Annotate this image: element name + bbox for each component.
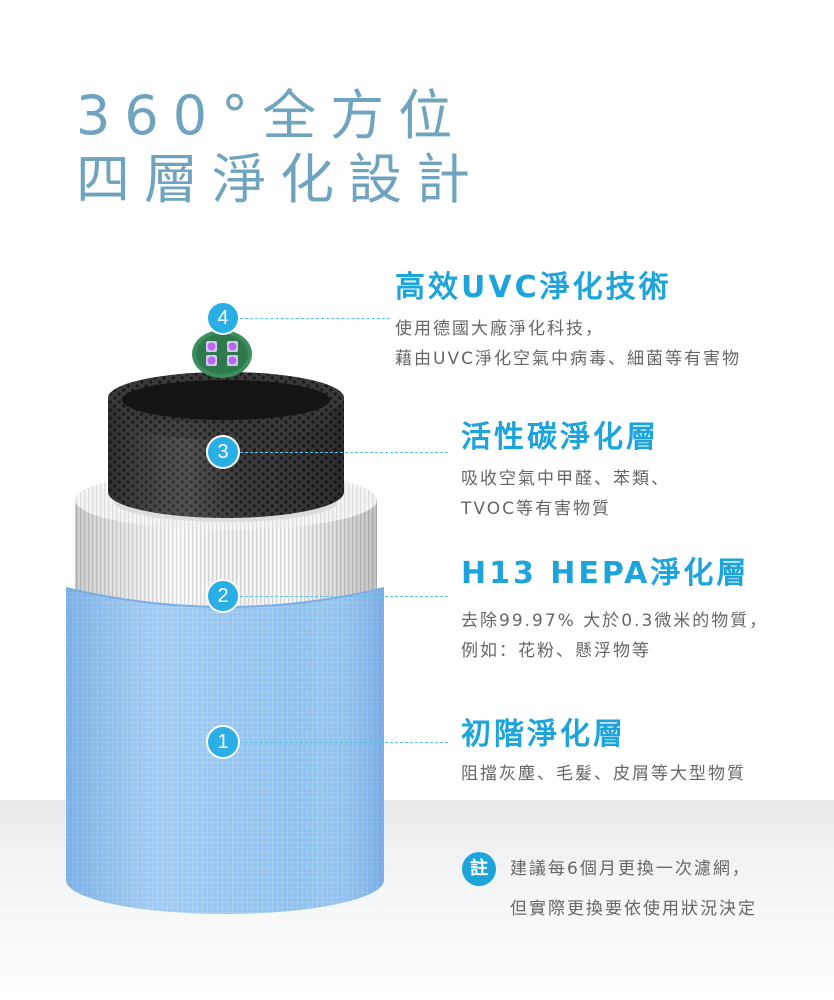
- layer-title-hepa: H13 HEPA淨化層: [461, 556, 750, 591]
- layer-title-uvc: 高效UVC淨化技術: [395, 270, 672, 305]
- layer-badge-1: 1: [206, 725, 240, 759]
- headline-line-2: 四層淨化設計: [76, 148, 484, 211]
- leader-line-2: [240, 596, 448, 597]
- layer-desc-carbon-line-2: TVOC等有害物質: [461, 499, 611, 519]
- layer-badge-2: 2: [206, 579, 240, 613]
- leader-line-3: [240, 452, 448, 453]
- note-badge: 註: [462, 852, 496, 886]
- note-line-1: 建議每6個月更換一次濾網，: [510, 859, 751, 879]
- layer-desc-uvc-line-2: 藉由UVC淨化空氣中病毒、細菌等有害物: [395, 349, 741, 369]
- layer-desc-hepa-line-2: 例如：花粉、懸浮物等: [461, 641, 651, 661]
- layer-title-prefilter: 初階淨化層: [461, 717, 626, 752]
- note-line-2: 但實際更換要依使用狀況決定: [510, 899, 757, 919]
- layer-desc-hepa-line-1: 去除99.97% 大於0.3微米的物質，: [461, 611, 769, 631]
- layer-badge-4: 4: [206, 301, 240, 335]
- layer-desc-carbon-line-1: 吸收空氣中甲醛、苯類、: [461, 469, 670, 489]
- layer-badge-3: 3: [206, 435, 240, 469]
- layer-title-carbon: 活性碳淨化層: [461, 420, 659, 455]
- layer-desc-prefilter-line-1: 阻擋灰塵、毛髮、皮屑等大型物質: [461, 764, 746, 784]
- uvc-led-board-icon: [192, 330, 252, 378]
- headline-line-1: 360°全方位: [76, 84, 467, 147]
- leader-line-1: [240, 742, 448, 743]
- leader-line-4: [240, 318, 390, 319]
- layer-desc-uvc-line-1: 使用德國大廠淨化科技，: [395, 319, 604, 339]
